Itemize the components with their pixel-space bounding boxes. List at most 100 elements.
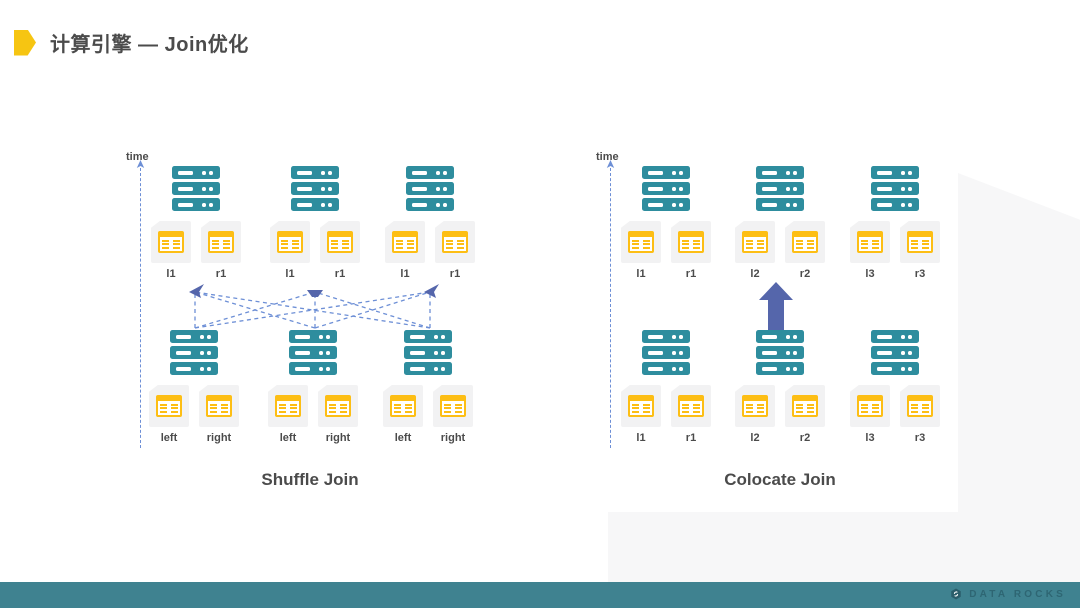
rack-dot: [679, 187, 683, 191]
rack-led-bar: [762, 334, 777, 339]
rack-led-bar: [297, 170, 312, 175]
time-axis-arrow-icon-left: [136, 160, 145, 168]
rack-led-bar: [410, 350, 425, 355]
rack-dot: [672, 335, 676, 339]
table-header-bar: [794, 233, 816, 237]
table-header-bar: [630, 233, 652, 237]
table-header-bar: [794, 397, 816, 401]
table-grid-icon: [392, 231, 418, 253]
footer-branding: DATA ROCKS: [950, 588, 1066, 600]
table-cells: [160, 403, 178, 413]
rack-led-bar: [762, 186, 777, 191]
rack-unit: [871, 166, 919, 179]
rack-dot: [672, 187, 676, 191]
table-label: right: [206, 432, 232, 444]
table-header-bar: [909, 397, 931, 401]
table-label: r1: [685, 432, 697, 444]
table-labels: left right: [146, 432, 242, 444]
table-icon-group: [732, 221, 828, 263]
table-cells: [682, 403, 700, 413]
table-label: r2: [799, 432, 811, 444]
rack-dot: [443, 203, 447, 207]
rack-unit: [871, 362, 919, 375]
rack-dot: [209, 171, 213, 175]
table-grid-icon: [628, 395, 654, 417]
table-label: left: [394, 432, 412, 444]
server-rack-icon: [871, 330, 919, 375]
table-cells: [632, 239, 650, 249]
rack-dot: [672, 203, 676, 207]
table-grid-icon: [857, 395, 883, 417]
rack-dot: [319, 351, 323, 355]
table-slot: [621, 221, 661, 263]
table-icon-group: [148, 221, 244, 263]
document-shape: [268, 385, 308, 427]
table-grid-icon: [678, 395, 704, 417]
rack-dot: [441, 367, 445, 371]
slide-title-text: 计算引擎 — Join优化: [50, 34, 249, 56]
table-label: r3: [914, 432, 926, 444]
table-cells: [796, 403, 814, 413]
rack-dot: [793, 171, 797, 175]
table-icon-group: [618, 385, 714, 427]
rack-dot: [908, 351, 912, 355]
table-header-bar: [680, 397, 702, 401]
table-icon-group: [847, 221, 943, 263]
rack-dot: [434, 351, 438, 355]
rack-led-bar: [648, 202, 663, 207]
table-header-bar: [442, 397, 464, 401]
slide-title: 计算引擎 — Join优化: [14, 28, 249, 57]
table-cells: [746, 403, 764, 413]
time-axis-arrow-icon-right: [606, 160, 615, 168]
table-header-bar: [630, 397, 652, 401]
table-label: l2: [750, 432, 760, 444]
brand-name: DATA ROCKS: [969, 588, 1066, 600]
table-labels: l1 r1: [382, 268, 478, 280]
colocate-join-diagram: time l1 r1: [580, 140, 980, 500]
rack-led-bar: [762, 366, 777, 371]
rack-led-bar: [877, 170, 892, 175]
rack-led-bar: [410, 366, 425, 371]
table-label: l3: [865, 268, 875, 280]
server-rack-icon: [642, 166, 690, 211]
rack-unit: [289, 330, 337, 343]
table-cells: [796, 239, 814, 249]
document-shape: [785, 221, 825, 263]
table-labels: l1 r1: [618, 268, 714, 280]
table-slot: [671, 221, 711, 263]
rack-led-bar: [295, 366, 310, 371]
rack-dot: [793, 367, 797, 371]
rack-dot: [786, 187, 790, 191]
document-shape: [671, 221, 711, 263]
colocate-top-node-3: l3 r3: [847, 166, 943, 280]
rack-dot: [207, 367, 211, 371]
table-grid-icon: [208, 231, 234, 253]
table-slot: [151, 221, 191, 263]
rack-dot: [321, 203, 325, 207]
rack-dot: [441, 335, 445, 339]
table-grid-icon: [907, 231, 933, 253]
document-shape: [433, 385, 473, 427]
footer-bar: [0, 582, 1080, 608]
document-shape: [850, 221, 890, 263]
document-shape: [201, 221, 241, 263]
table-icon-group: [265, 385, 361, 427]
table-header-bar: [210, 233, 232, 237]
rack-unit: [756, 330, 804, 343]
document-shape: [671, 385, 711, 427]
table-labels: left right: [265, 432, 361, 444]
table-header-bar: [859, 233, 881, 237]
table-cells: [212, 239, 230, 249]
rack-dot: [901, 351, 905, 355]
rack-dot: [679, 203, 683, 207]
table-slot: [900, 385, 940, 427]
rack-dot: [328, 203, 332, 207]
rack-unit: [642, 362, 690, 375]
rack-dot: [207, 351, 211, 355]
rack-dot: [793, 335, 797, 339]
table-cells: [162, 239, 180, 249]
rack-unit: [871, 182, 919, 195]
rack-dot: [328, 187, 332, 191]
time-axis-line-right: [610, 168, 611, 448]
rack-unit: [404, 346, 452, 359]
